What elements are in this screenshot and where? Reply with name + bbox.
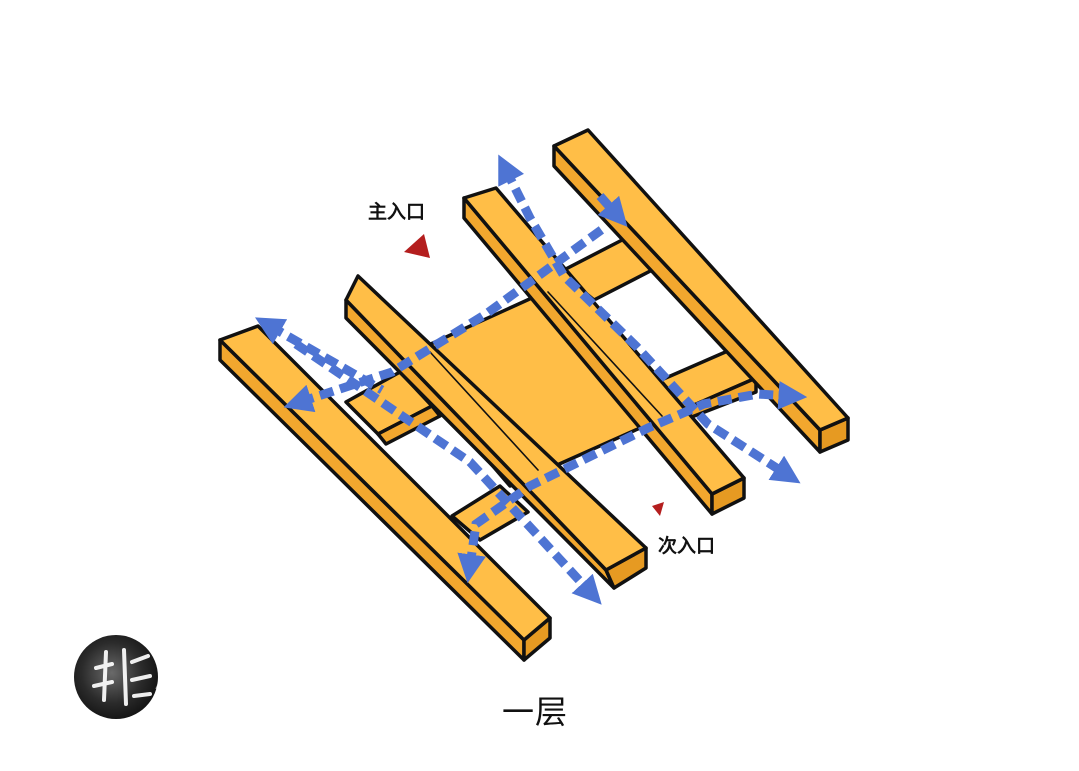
building-massing (218, 128, 850, 662)
circulation-arrow-path (254, 317, 385, 394)
floor-title: 一层 (502, 693, 569, 731)
ink-brush-logo (74, 635, 166, 719)
circulation-arrow-path (596, 193, 628, 227)
main-entrance-marker (404, 234, 430, 258)
circulation-arrows (254, 154, 808, 605)
secondary-entrance-label: 次入口 (658, 535, 716, 557)
circulation-arrow-path (457, 380, 808, 584)
main-entrance-label: 主入口 (368, 201, 426, 223)
secondary-entrance-marker (652, 502, 664, 516)
